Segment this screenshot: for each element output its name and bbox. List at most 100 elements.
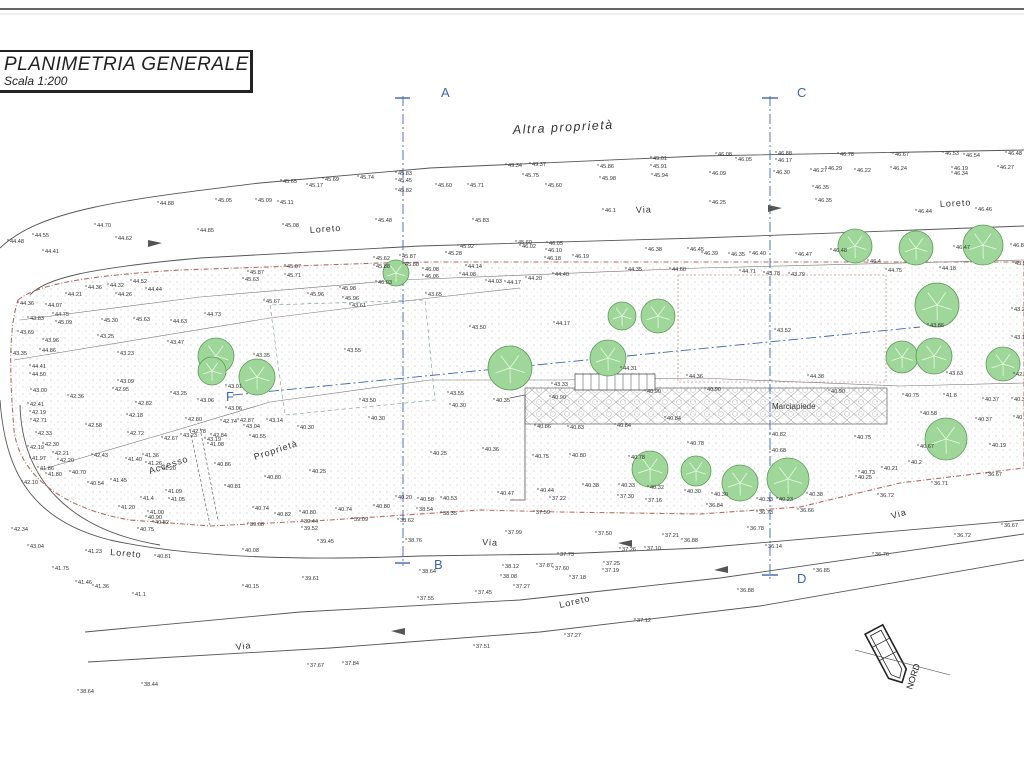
elevation-label: 46.35 [818,198,832,204]
elevation-label: 40.80 [302,510,316,516]
elevation-label: 40.68 [772,448,786,454]
elevation-label: 40.58 [923,411,937,417]
elevation-label: 40.30 [371,416,385,422]
map-scale: Scala 1:200 [4,74,68,88]
elevation-dot [91,453,93,455]
elevation-dot [505,530,507,532]
elevation-dot [284,273,286,275]
elevation-dot [157,201,159,203]
elevation-dot [266,418,268,420]
elevation-label: 40.80 [267,475,281,481]
elevation-dot [142,453,144,455]
elevation-label: 43.35 [13,351,27,357]
elevation-dot [422,267,424,269]
elevation-dot [449,403,451,405]
elevation-label: 44.03 [488,279,502,285]
elevation-label: 46.35 [815,185,829,191]
elevation-dot [549,496,551,498]
map-title: PLANIMETRIA GENERALE [4,54,249,75]
elevation-dot [915,209,917,211]
elevation-dot [351,517,353,519]
elevation-label: 37.87 [539,563,553,569]
elevation-dot [92,584,94,586]
elevation-dot [167,340,169,342]
arrow-west-1 [618,540,632,547]
elevation-dot [485,279,487,281]
elevation-dot [775,151,777,153]
elevation-label: 45.60 [518,240,532,246]
elevation-dot [117,379,119,381]
elevation-label: 42.18 [129,413,143,419]
elevation-dot [215,198,217,200]
elevation-dot [650,156,652,158]
elevation-label: 41.40 [128,457,142,463]
elevation-label: 43.23 [183,433,197,439]
elevation-label: 40.86 [537,424,551,430]
elevation-label: 44.70 [97,223,111,229]
elevation-label: 44.18 [942,266,956,272]
elevation-label: 43.00 [33,388,47,394]
elevation-label: 40.84 [617,423,631,429]
elevation-label: 45.98 [602,176,616,182]
elevation-label: 41.08 [210,442,224,448]
elevation-label: 43.25 [173,391,187,397]
elevation-label: 40.82 [277,512,291,518]
elevation-label: 42.99 [1016,372,1024,378]
elevation-label: 41.05 [171,497,185,503]
roads [0,149,1024,663]
elevation-label: 46.48 [1008,151,1022,157]
elevation-label: 40.67 [920,444,934,450]
elevation-label: 49.01 [653,156,667,162]
elevation-dot [75,580,77,582]
elevation-label: 42.41 [30,402,44,408]
elevation-label: 46.09 [712,171,726,177]
elevation-dot [204,437,206,439]
elevation-label: 46.29 [828,166,842,172]
elevation-label: 40.90 [831,389,845,395]
north-arrow-label: NORD [904,662,922,691]
elevation-dot [302,576,304,578]
elevation-dot [189,429,191,431]
elevation-label: 39.52 [304,526,318,532]
elevation-label: 40.80 [572,453,586,459]
elevation-dot [141,682,143,684]
elevation-dot [473,644,475,646]
elevation-dot [619,547,621,549]
elevation-label: 40.90 [707,387,721,393]
elevation-label: 43.61 [352,303,366,309]
elevation-dot [953,245,955,247]
elevation-label: 37.50 [598,531,612,537]
elevation-dot [430,451,432,453]
elevation-label: 44.17 [556,321,570,327]
direction-arrows [148,205,782,635]
elevation-label: 40.30 [452,403,466,409]
elevation-label: 45.45 [398,178,412,184]
elevation-dot [35,431,37,433]
elevation-dot [552,566,554,568]
elevation-dot [709,171,711,173]
elevation-dot [773,170,775,172]
elevation-label: 38.44 [144,682,158,688]
elevation-dot [417,497,419,499]
elevation-label: 46.19 [954,166,968,172]
elevation-dot [1013,372,1015,374]
elevation-label: 44.86 [42,348,56,354]
elevation-dot [77,689,79,691]
elevation-label: 44.71 [742,269,756,275]
elevation-label: 40.19 [992,443,1006,449]
elevation-dot [549,395,551,397]
elevation-dot [1011,335,1013,337]
elevation-dot [553,321,555,323]
elevation-label: 36.66 [800,508,814,514]
elevation-label: 40.37 [978,417,992,423]
elevation-dot [620,366,622,368]
elevation-dot [709,200,711,202]
elevation-label: 43.16 [1014,335,1024,341]
elevation-label: 37.84 [345,661,359,667]
elevation-label: 40.33 [759,497,773,503]
elevation-label: 49.37 [532,162,546,168]
elevation-label: 46.24 [893,166,907,172]
elevation-dot [126,413,128,415]
elevation-dot [917,444,919,446]
elevation-label: 45.82 [398,188,412,194]
